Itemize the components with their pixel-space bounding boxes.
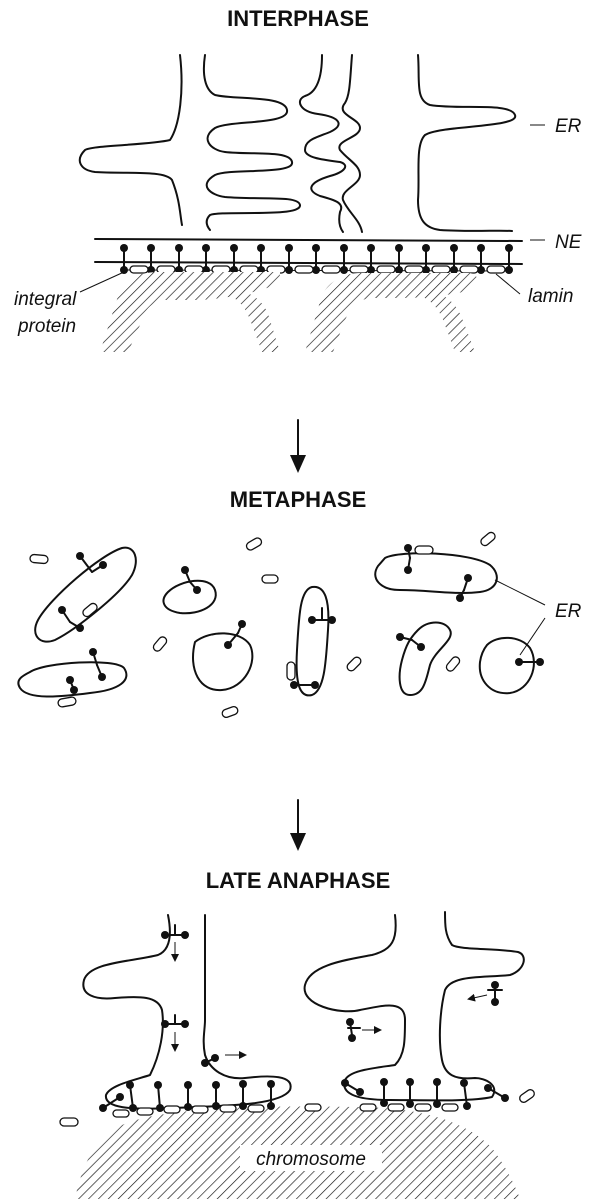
integral-protein — [99, 1093, 124, 1112]
integral-protein — [341, 1079, 364, 1096]
integral-protein — [505, 244, 513, 274]
integral-protein — [201, 1054, 219, 1067]
integral-protein — [308, 607, 336, 624]
integral-protein — [58, 606, 84, 632]
metaphase-er-leaders — [494, 579, 546, 656]
integral-protein — [367, 244, 375, 274]
chromosome: chromosome — [75, 1106, 520, 1199]
er-vesicle — [17, 661, 128, 698]
integral-protein — [346, 1018, 361, 1042]
metaphase-integral-proteins — [58, 544, 544, 694]
er-vesicle — [398, 621, 452, 696]
integral-protein — [290, 681, 319, 689]
integral-protein — [230, 244, 238, 274]
integral-protein — [212, 1081, 220, 1110]
integral-protein — [340, 244, 348, 274]
integral-protein — [456, 574, 472, 602]
integral-protein — [395, 244, 403, 274]
integral-protein — [239, 1080, 247, 1110]
integral-protein — [181, 566, 201, 594]
integral-protein — [433, 1078, 441, 1108]
progression-arrow-1 — [290, 419, 306, 473]
er-vesicle — [374, 552, 498, 594]
integral-protein — [267, 1080, 275, 1110]
integral-protein — [404, 544, 412, 574]
integral-protein — [450, 244, 458, 274]
title-interphase: INTERPHASE — [227, 6, 369, 31]
integral-protein — [380, 1078, 388, 1107]
label-er-interphase: ER — [555, 116, 582, 137]
er-tubule-right — [303, 911, 525, 1102]
er-vesicle — [162, 579, 217, 615]
er-vesicle — [478, 636, 535, 695]
integral-protein — [477, 244, 485, 274]
interphase-chromatin — [100, 272, 478, 352]
integral-protein — [484, 1084, 509, 1102]
integral-protein-leader-line — [79, 271, 125, 293]
interphase-lamina — [129, 265, 506, 274]
label-protein: protein — [17, 316, 76, 337]
title-late-anaphase: LATE ANAPHASE — [206, 868, 391, 893]
integral-protein — [396, 633, 425, 651]
title-metaphase: METAPHASE — [230, 487, 367, 512]
er-vesicle — [295, 585, 330, 697]
er-tubule-left — [82, 914, 292, 1110]
integral-protein — [175, 244, 183, 274]
label-integral: integral — [14, 289, 77, 310]
integral-protein — [161, 1014, 189, 1028]
anaphase-integral-proteins — [99, 924, 509, 1112]
integral-protein — [66, 676, 78, 694]
er-vesicle — [192, 632, 254, 692]
integral-protein — [154, 1081, 164, 1112]
interphase-er-network — [78, 54, 516, 233]
lamin-leader-line — [495, 273, 521, 295]
integral-protein — [184, 1081, 192, 1111]
progression-arrow-2 — [290, 799, 306, 851]
er-vesicle — [34, 546, 137, 643]
anaphase-movement-arrows — [171, 942, 488, 1059]
integral-protein — [312, 244, 320, 274]
integral-protein — [126, 1081, 137, 1112]
interphase-integral-proteins — [120, 244, 513, 274]
integral-protein — [406, 1078, 414, 1108]
integral-protein — [147, 244, 155, 274]
integral-protein — [285, 244, 293, 274]
integral-protein — [89, 648, 106, 681]
anaphase-er-network — [82, 911, 525, 1110]
integral-protein — [120, 244, 128, 274]
metaphase-vesicles — [17, 546, 535, 698]
integral-protein — [515, 658, 544, 666]
integral-protein — [460, 1079, 471, 1110]
label-ne: NE — [555, 232, 582, 253]
anaphase-lamina — [59, 1089, 535, 1127]
metaphase-free-lamin — [29, 531, 496, 719]
label-lamin: lamin — [528, 286, 573, 307]
integral-protein — [422, 244, 430, 274]
integral-protein — [487, 981, 503, 1006]
integral-protein — [161, 924, 189, 939]
integral-protein — [224, 620, 246, 649]
label-er-metaphase: ER — [555, 601, 582, 622]
integral-protein — [76, 552, 107, 573]
label-chromosome: chromosome — [256, 1149, 366, 1170]
